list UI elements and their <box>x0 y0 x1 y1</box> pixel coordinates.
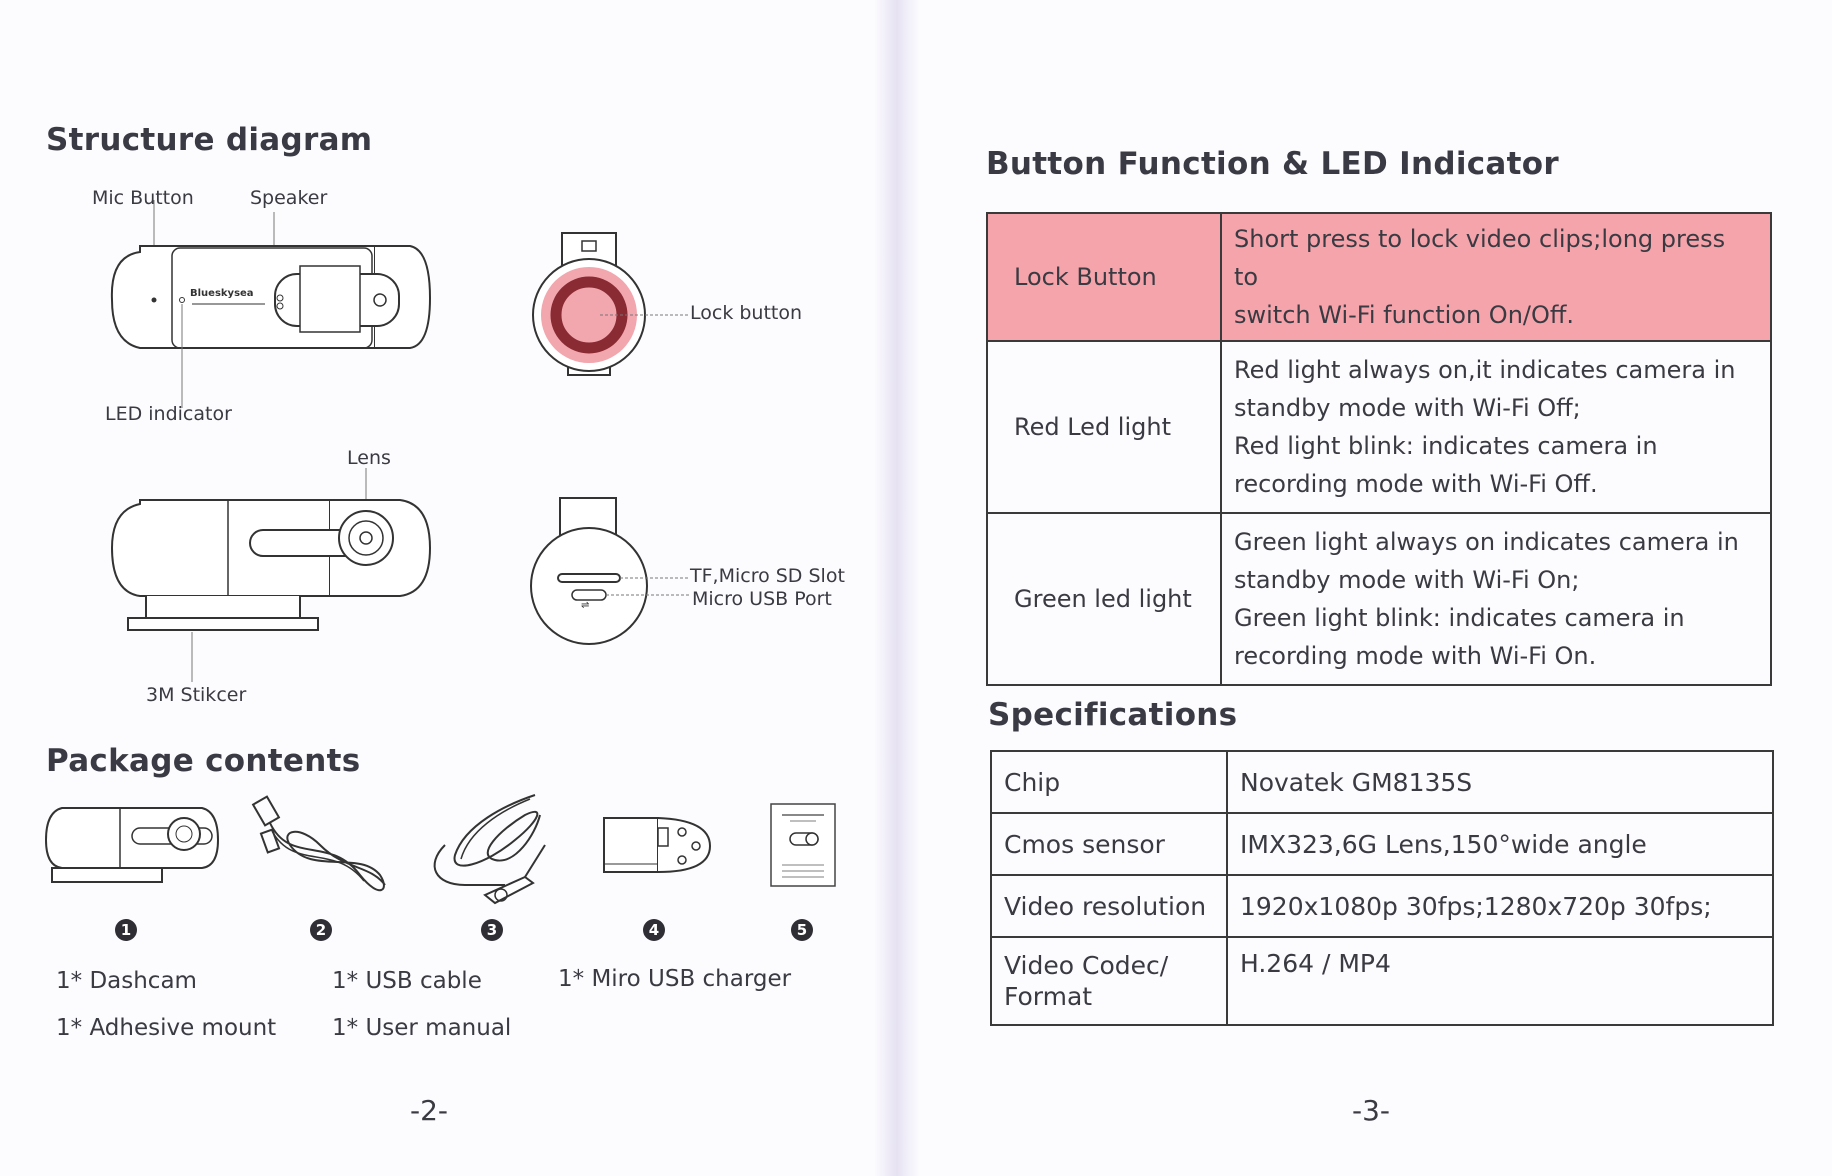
page-number-right: -3- <box>1352 1094 1391 1127</box>
package-number-1: 1 <box>115 919 137 941</box>
spec-row: Chip Novatek GM8135S <box>990 750 1774 814</box>
spec-row: Video resolution 1920x1080p 30fps;1280x7… <box>990 874 1774 938</box>
button-function-name: Green led light <box>986 512 1222 686</box>
package-car-charger-illustration <box>433 794 546 905</box>
package-number-2: 2 <box>310 919 332 941</box>
package-number-5: 5 <box>791 919 813 941</box>
button-function-row: Green led light Green light always on in… <box>986 512 1772 686</box>
spec-key: Chip <box>990 750 1228 814</box>
button-function-description: Green light always on indicates camera i… <box>1220 512 1772 686</box>
book-spine <box>874 0 920 1176</box>
package-number-3: 3 <box>481 919 503 941</box>
package-item-charger: 1* Miro USB charger <box>558 966 792 992</box>
specifications-title: Specifications <box>988 697 1238 733</box>
spec-value: Novatek GM8135S <box>1226 750 1774 814</box>
button-function-name: Lock Button <box>986 212 1222 342</box>
lock-button-illustration <box>532 232 690 376</box>
spec-value: IMX323,6G Lens,150°wide angle <box>1226 812 1774 876</box>
package-contents-title: Package contents <box>46 743 361 779</box>
tf-slot-label: TF,Micro SD Slot <box>690 565 845 587</box>
dashcam-top-view-illustration: Blueskysea <box>110 200 432 408</box>
package-item-adhesive-mount: 1* Adhesive mount <box>56 1015 277 1041</box>
package-usb-cable-illustration <box>251 795 386 892</box>
usb-port-label: Micro USB Port <box>692 588 832 610</box>
spec-key: Video resolution <box>990 874 1228 938</box>
sticker-label: 3M Stikcer <box>146 684 247 706</box>
spec-row: Cmos sensor IMX323,6G Lens,150°wide angl… <box>990 812 1774 876</box>
mic-button-label: Mic Button <box>92 187 194 209</box>
spec-row: Video Codec/Format H.264 / MP4 <box>990 936 1774 1026</box>
page-number-left: -2- <box>410 1094 449 1127</box>
package-item-user-manual: 1* User manual <box>332 1015 512 1041</box>
package-item-dashcam: 1* Dashcam <box>56 968 197 994</box>
package-dashcam-illustration <box>44 807 220 883</box>
lens-label: Lens <box>347 447 391 469</box>
package-number-4: 4 <box>643 919 665 941</box>
brand-logo: Blueskysea <box>190 288 254 299</box>
speaker-label: Speaker <box>250 187 328 209</box>
port-side-illustration: ⇌ <box>530 497 690 645</box>
button-function-row: Red Led light Red light always on,it ind… <box>986 340 1772 514</box>
button-function-title: Button Function & LED Indicator <box>986 146 1559 182</box>
button-function-name: Red Led light <box>986 340 1222 514</box>
svg-text:⇌: ⇌ <box>581 600 589 611</box>
specifications-table: Chip Novatek GM8135S Cmos sensor IMX323,… <box>990 750 1774 1026</box>
lock-button-label: Lock button <box>690 302 803 324</box>
button-function-table: Lock Button Short press to lock video cl… <box>986 212 1772 686</box>
package-user-manual-illustration <box>770 803 836 887</box>
button-function-description: Red light always on,it indicates camera … <box>1220 340 1772 514</box>
button-function-row: Lock Button Short press to lock video cl… <box>986 212 1772 342</box>
spec-value: H.264 / MP4 <box>1226 936 1774 1026</box>
spec-key: Cmos sensor <box>990 812 1228 876</box>
led-indicator-label: LED indicator <box>105 403 232 425</box>
package-item-usb-cable: 1* USB cable <box>332 968 482 994</box>
spec-value: 1920x1080p 30fps;1280x720p 30fps; <box>1226 874 1774 938</box>
button-function-description: Short press to lock video clips;long pre… <box>1220 212 1772 342</box>
package-adhesive-mount-illustration <box>603 817 712 873</box>
spec-key: Video Codec/Format <box>990 936 1228 1026</box>
dashcam-side-view-illustration <box>110 468 432 682</box>
structure-diagram-title: Structure diagram <box>46 122 373 158</box>
